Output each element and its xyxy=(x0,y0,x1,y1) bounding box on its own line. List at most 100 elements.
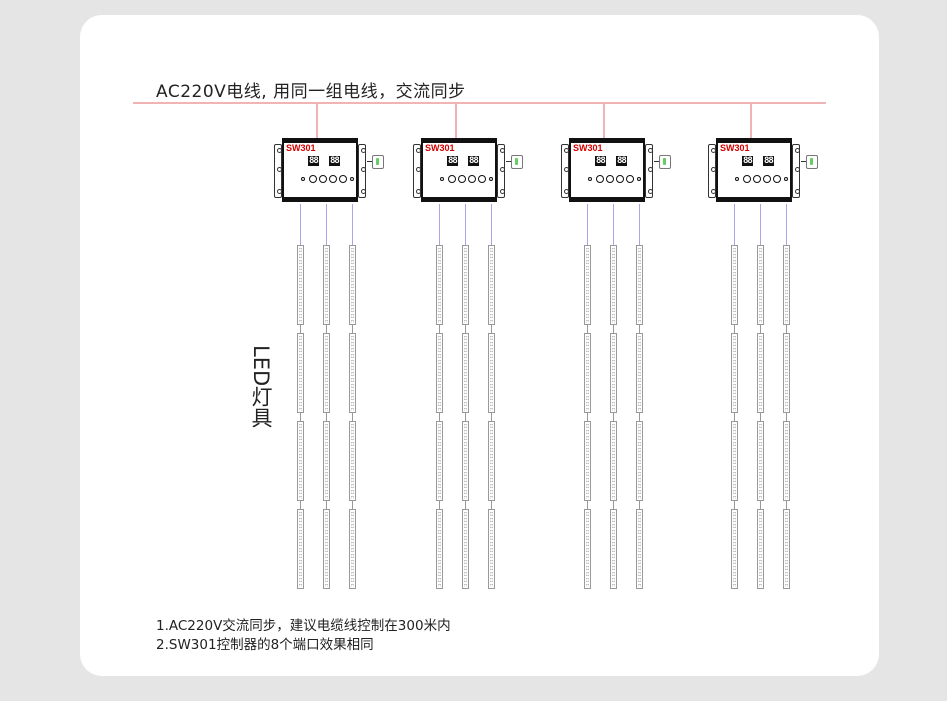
strip-link xyxy=(639,413,640,421)
controller-button xyxy=(616,175,624,183)
led-strip-icon xyxy=(610,245,617,325)
signal-wire xyxy=(639,204,641,245)
strip-link xyxy=(734,325,735,333)
strip-link xyxy=(300,325,301,333)
plug-wire xyxy=(654,161,659,162)
strip-link xyxy=(587,325,588,333)
controller-button xyxy=(339,175,347,183)
led-strip-icon xyxy=(323,333,330,413)
plug-wire xyxy=(367,161,372,162)
controller-button xyxy=(448,175,456,183)
diagram-title: AC220V电线, 用同一组电线，交流同步 xyxy=(156,82,466,102)
strip-link xyxy=(326,325,327,333)
strip-link xyxy=(613,325,614,333)
strip-link xyxy=(491,325,492,333)
signal-wire xyxy=(786,204,788,245)
strip-link xyxy=(439,325,440,333)
strip-link xyxy=(613,413,614,421)
led-strip-icon xyxy=(636,333,643,413)
mount-ear-icon xyxy=(358,144,366,198)
led-label-cn: 灯具 xyxy=(249,386,273,429)
controller-name: SW301 xyxy=(425,143,455,153)
plug-wire xyxy=(506,161,511,162)
led-strip-icon xyxy=(297,421,304,501)
signal-wire xyxy=(439,204,441,245)
strip-link xyxy=(491,413,492,421)
mount-ear-icon xyxy=(708,144,716,198)
controller-button xyxy=(763,175,771,183)
signal-wire xyxy=(587,204,589,245)
strip-link xyxy=(439,501,440,509)
led-strip-icon xyxy=(323,509,330,589)
indicator-dot xyxy=(489,177,493,181)
led-fixture-label: LED灯具 xyxy=(249,345,280,428)
power-plug-icon xyxy=(372,155,384,169)
mount-ear-icon xyxy=(274,144,282,198)
power-plug-icon xyxy=(511,155,523,169)
controller-button xyxy=(468,175,476,183)
strip-link xyxy=(734,501,735,509)
strip-link xyxy=(491,501,492,509)
led-strip-icon xyxy=(610,333,617,413)
led-strip-icon xyxy=(783,421,790,501)
mount-ear-icon xyxy=(497,144,505,198)
power-drop-line xyxy=(316,103,318,139)
note-1: 1.AC220V交流同步，建议电缆线控制在300米内 xyxy=(156,618,451,634)
segment-display-left: 88 xyxy=(742,156,753,166)
led-strip-icon xyxy=(488,421,495,501)
controller-button xyxy=(329,175,337,183)
indicator-dot xyxy=(588,177,592,181)
strip-link xyxy=(786,501,787,509)
segment-display-right: 88 xyxy=(468,156,479,166)
strip-link xyxy=(352,325,353,333)
controller-button xyxy=(743,175,751,183)
led-strip-icon xyxy=(297,333,304,413)
led-strip-icon xyxy=(488,245,495,325)
strip-link xyxy=(465,501,466,509)
led-strip-icon xyxy=(297,245,304,325)
led-strip-icon xyxy=(731,245,738,325)
power-drop-line xyxy=(455,103,457,139)
strip-link xyxy=(786,325,787,333)
strip-link xyxy=(326,413,327,421)
led-strip-icon xyxy=(462,509,469,589)
power-drop-line xyxy=(603,103,605,139)
led-strip-icon xyxy=(488,509,495,589)
led-strip-icon xyxy=(349,245,356,325)
led-strip-icon xyxy=(349,509,356,589)
led-strip-icon xyxy=(636,509,643,589)
controller-button xyxy=(773,175,781,183)
controller-name: SW301 xyxy=(720,143,750,153)
controller-button xyxy=(626,175,634,183)
ac220v-power-bus xyxy=(133,102,826,104)
led-strip-icon xyxy=(757,333,764,413)
led-strip-icon xyxy=(584,509,591,589)
signal-wire xyxy=(734,204,736,245)
strip-link xyxy=(639,501,640,509)
indicator-dot xyxy=(350,177,354,181)
strip-link xyxy=(300,501,301,509)
signal-wire xyxy=(760,204,762,245)
led-strip-icon xyxy=(757,245,764,325)
led-strip-icon xyxy=(436,245,443,325)
signal-wire xyxy=(300,204,302,245)
plug-wire xyxy=(801,161,806,162)
led-strip-icon xyxy=(462,421,469,501)
strip-link xyxy=(760,501,761,509)
led-strip-icon xyxy=(323,245,330,325)
led-strip-icon xyxy=(636,245,643,325)
indicator-dot xyxy=(637,177,641,181)
led-strip-icon xyxy=(783,333,790,413)
led-strip-icon xyxy=(323,421,330,501)
controller-name: SW301 xyxy=(286,143,316,153)
strip-link xyxy=(760,325,761,333)
indicator-dot xyxy=(735,177,739,181)
led-strip-icon xyxy=(488,333,495,413)
strip-link xyxy=(639,325,640,333)
strip-link xyxy=(352,413,353,421)
led-strip-icon xyxy=(636,421,643,501)
